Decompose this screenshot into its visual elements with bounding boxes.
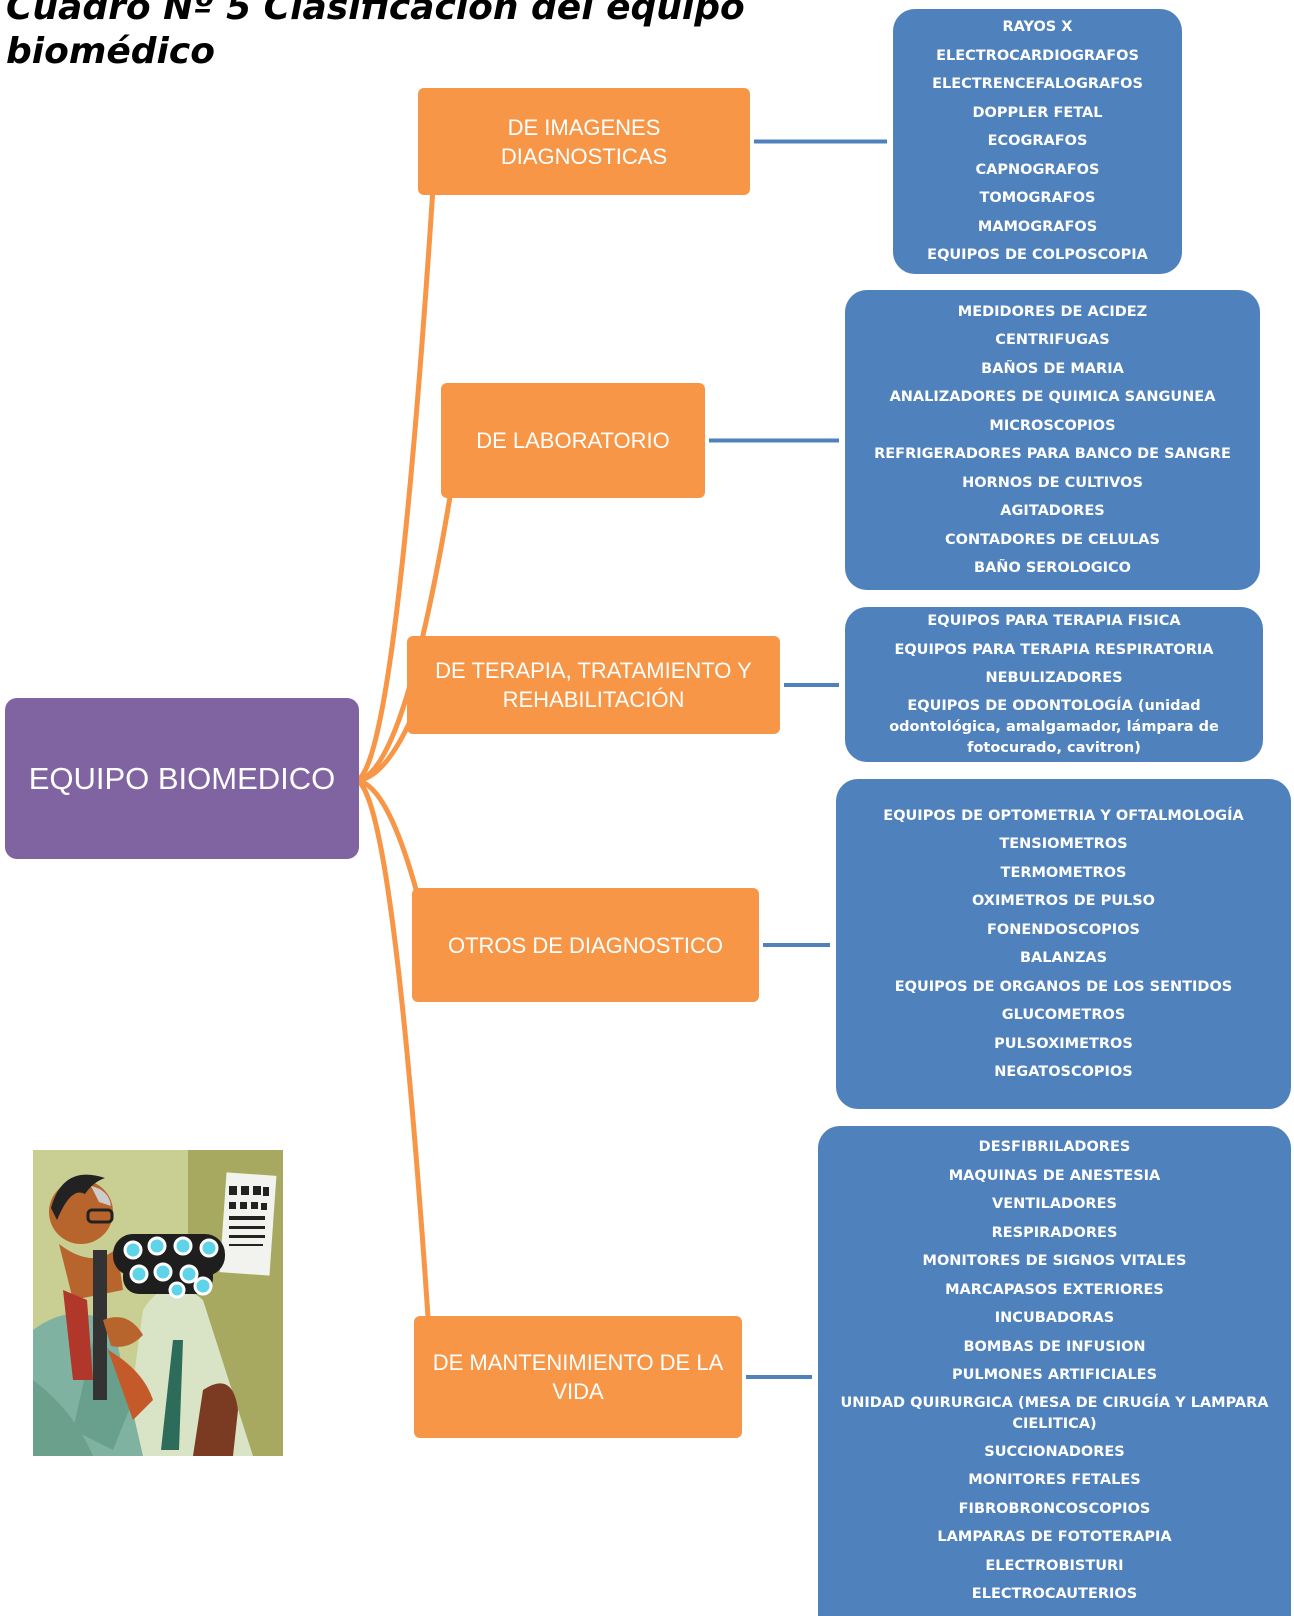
- list-item: DESFIBRILADORES: [978, 1139, 1131, 1156]
- list-item: BALANZAS: [1019, 950, 1108, 966]
- list-imagenes-diagnosticas: RAYOS X ELECTROCARDIOGRAFOS ELECTRENCEFALO…: [893, 9, 1182, 274]
- list-item: LAMPARAS DE FOTOTERAPIA: [937, 1529, 1172, 1546]
- list-item: ELECTROBISTURI: [985, 1557, 1124, 1574]
- category-label: OTROS DE DIAGNOSTICO: [447, 932, 724, 958]
- list-item: OXIMETROS DE PULSO: [972, 893, 1155, 909]
- list-item: MONITORES FETALES: [968, 1472, 1141, 1489]
- category-label: DE LABORATORIO: [476, 428, 670, 453]
- optometrist-clipart: [33, 1150, 283, 1456]
- root-label: EQUIPO BIOMEDICO: [28, 760, 336, 796]
- list-otros-diagnostico: EQUIPOS DE OPTOMETRIA Y OFTALMOLOGÍA TENS…: [836, 779, 1291, 1109]
- list-item: TERMOMETROS: [1000, 864, 1127, 881]
- list-item: MONITORES DE SIGNOS VITALES: [922, 1253, 1187, 1270]
- list-item: EQUIPOS DE ODONTOLOGÍA (unidad odontológ…: [889, 697, 1219, 756]
- list-item: VENTILADORES: [992, 1196, 1117, 1213]
- list-item: ELECTRENCEFALOGRAFOS: [932, 76, 1143, 93]
- list-item: EQUIPOS DE ORGANOS DE LOS SENTIDOS: [894, 978, 1233, 995]
- list-item: TOMOGRAFOS: [979, 190, 1096, 207]
- list-connectors: [709, 139, 887, 1379]
- list-item: RESPIRADORES: [991, 1224, 1118, 1241]
- branch-connector: [354, 141, 439, 783]
- list-item: CENTRIFUGAS: [995, 332, 1110, 348]
- list-item: EQUIPOS PARA TERAPIA RESPIRATORIA: [894, 641, 1214, 658]
- list-item: PULMONES ARTIFICIALES: [951, 1367, 1158, 1384]
- list-item: ECOGRAFOS: [987, 133, 1088, 150]
- list-item: MICROSCOPIOS: [989, 417, 1116, 434]
- list-item: BOMBAS DE INFUSION: [963, 1338, 1146, 1355]
- category-mantenimiento-vida: DE MANTENIMIENTO DE LA VIDA: [414, 1316, 742, 1438]
- list-item: NEBULIZADORES: [985, 670, 1123, 687]
- list-item: CONTADORES DE CELULAS: [945, 531, 1160, 548]
- list-item: ANALIZADORES DE QUIMICA SANGUNEA: [889, 389, 1216, 405]
- list-item: NEGATOSCOPIOS: [994, 1064, 1133, 1080]
- list-item: DOPPLER FETAL: [972, 104, 1103, 121]
- list-item: ELECTROCARDIOGRAFOS: [936, 47, 1139, 64]
- list-item: GLUCOMETROS: [1001, 1007, 1126, 1023]
- list-item: EQUIPOS DE OPTOMETRIA Y OFTALMOLOGÍA: [883, 807, 1244, 824]
- list-item: BAÑOS DE MARIA: [981, 360, 1124, 377]
- category-label: DE MANTENIMIENTO DE LA VIDA: [432, 1350, 724, 1404]
- list-item: TENSIOMETROS: [999, 836, 1128, 852]
- list-item: PULSOXIMETROS: [994, 1035, 1133, 1052]
- list-item: BAÑO SEROLOGICO: [974, 560, 1131, 576]
- list-item: FONENDOSCOPIOS: [987, 921, 1140, 938]
- list-item: SUCCIONADORES: [984, 1443, 1125, 1460]
- list-laboratorio: MEDIDORES DE ACIDEZ CENTRIFUGAS BAÑOS DE M…: [845, 290, 1260, 590]
- branch-connector: [354, 778, 435, 1378]
- list-item: FIBROBRONCOSCOPIOS: [958, 1500, 1151, 1517]
- list-item: REFRIGERADORES PARA BANCO DE SANGRE: [874, 446, 1231, 462]
- category-terapia-tratamiento: DE TERAPIA, TRATAMIENTO Y REHABILITACIÓN: [407, 636, 780, 734]
- category-label: DE TERAPIA, TRATAMIENTO Y REHABILITACIÓN: [435, 658, 752, 712]
- category-laboratorio: DE LABORATORIO: [441, 383, 705, 498]
- list-item: CAPNOGRAFOS: [975, 161, 1100, 178]
- list-item: MAMOGRAFOS: [977, 218, 1098, 235]
- list-item: ELECTROCAUTERIOS: [971, 1586, 1138, 1603]
- list-item: INCUBADORAS: [994, 1310, 1115, 1327]
- list-item: HORNOS DE CULTIVOS: [962, 474, 1143, 491]
- list-item: MEDIDORES DE ACIDEZ: [957, 303, 1148, 320]
- category-label: DE IMAGENES DIAGNOSTICAS: [500, 114, 668, 169]
- list-item: AGITADORES: [1000, 503, 1105, 519]
- root-node: EQUIPO BIOMEDICO: [5, 698, 359, 859]
- category-otros-diagnostico: OTROS DE DIAGNOSTICO: [412, 888, 759, 1002]
- diagram-title: Cuadro Nº 5 Clasificación del equipo bio…: [6, 0, 745, 72]
- list-terapia-tratamiento: EQUIPOS PARA TERAPIA FISICA EQUIPOS PARA …: [845, 607, 1263, 762]
- list-item: EQUIPOS DE COLPOSCOPIA: [927, 247, 1148, 264]
- list-item: MARCAPASOS EXTERIORES: [945, 1281, 1164, 1298]
- list-item: EQUIPOS PARA TERAPIA FISICA: [927, 613, 1181, 630]
- list-item: RAYOS X: [1002, 19, 1073, 36]
- category-imagenes-diagnosticas: DE IMAGENES DIAGNOSTICAS: [418, 88, 750, 195]
- branch-connectors: [354, 141, 462, 1378]
- list-mantenimiento-vida: DESFIBRILADORES MAQUINAS DE ANESTESIA VENT…: [818, 1126, 1291, 1616]
- list-item: UNIDAD QUIRURGICA (MESA DE CIRUGÍA Y LAM…: [840, 1394, 1269, 1432]
- list-item: MAQUINAS DE ANESTESIA: [948, 1167, 1161, 1184]
